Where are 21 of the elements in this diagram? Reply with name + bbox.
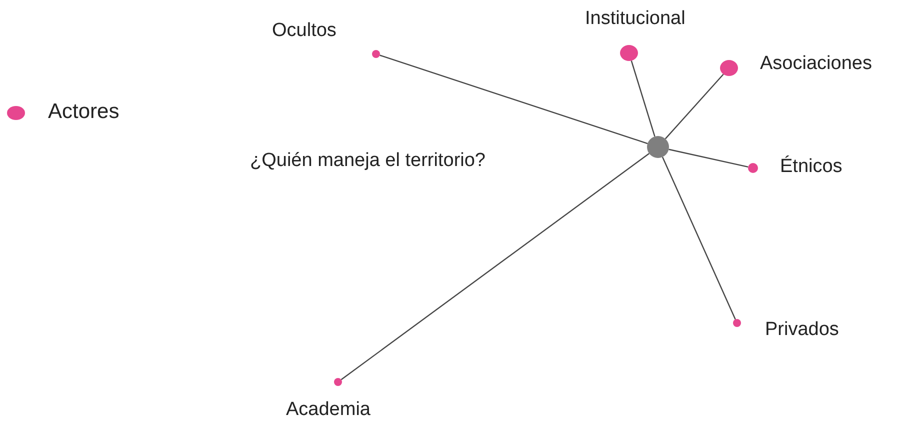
actor-dot bbox=[733, 319, 741, 327]
actor-dot bbox=[720, 60, 738, 76]
actor-label: Asociaciones bbox=[760, 53, 872, 75]
actor-label: Privados bbox=[765, 319, 839, 341]
actor-label: Institucional bbox=[585, 8, 686, 30]
connector-line bbox=[662, 156, 736, 320]
actor-dot bbox=[334, 378, 342, 386]
legend-label: Actores bbox=[48, 101, 120, 123]
actor-label: Academia bbox=[286, 399, 370, 421]
connector-line bbox=[664, 74, 724, 140]
hub-circle bbox=[647, 136, 669, 158]
actor-label: Étnicos bbox=[780, 156, 842, 178]
actor-dot bbox=[620, 45, 638, 61]
connector-line bbox=[668, 148, 748, 168]
actor-dot bbox=[372, 50, 380, 58]
actor-dot bbox=[748, 163, 758, 173]
actor-label: Ocultos bbox=[272, 20, 336, 42]
connector-line bbox=[380, 54, 648, 144]
connector-line bbox=[340, 153, 650, 380]
question-text: ¿Quién maneja el territorio? bbox=[250, 150, 486, 172]
connector-line bbox=[630, 60, 656, 137]
